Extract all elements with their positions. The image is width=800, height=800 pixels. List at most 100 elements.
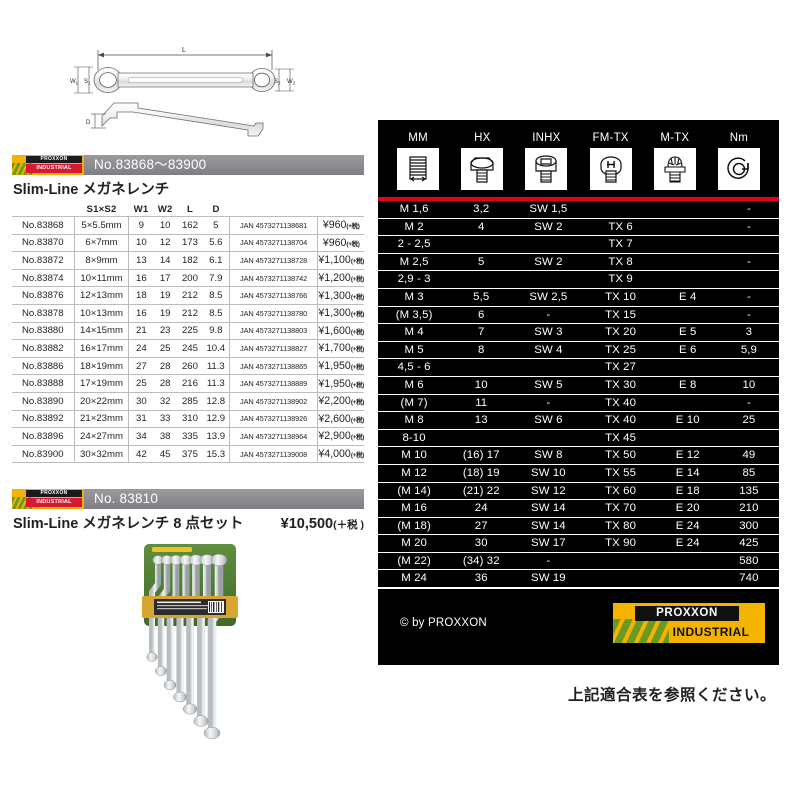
price-value: ¥1,100 xyxy=(318,254,351,267)
cell-fmtx: TX 30 xyxy=(584,376,657,395)
cell-jan: JAN 4573271138766 xyxy=(229,286,319,305)
price-tax: (+税) xyxy=(350,416,364,424)
cell-fmtx: TX 50 xyxy=(584,446,657,465)
price-tax: (+税) xyxy=(350,276,364,284)
price-value: ¥1,950 xyxy=(318,377,351,390)
cell-mm: (M 14) xyxy=(378,482,451,501)
cell-inhx xyxy=(512,235,585,254)
cell-l: 375 xyxy=(177,444,203,464)
cell-price: ¥2,200(+税) xyxy=(317,391,364,411)
cell-hx: 5,5 xyxy=(450,288,513,307)
cell-inhx: SW 12 xyxy=(512,482,585,501)
cell-jan: JAN 4573271139008 xyxy=(229,444,319,464)
cell-hx: 8 xyxy=(450,341,513,360)
threaded-stud-icon xyxy=(397,148,440,190)
fitment-col-label: Nm xyxy=(729,132,749,144)
col-head-blank xyxy=(12,202,74,217)
fitment-col-fmtx: FM-TX xyxy=(579,132,643,190)
cell-w2: 33 xyxy=(153,409,178,429)
price-value: ¥960 xyxy=(322,219,347,232)
flat-torx-screw-icon xyxy=(589,148,632,190)
cell-hx: 7 xyxy=(450,323,513,342)
cell-fmtx xyxy=(584,569,657,590)
cell-price: ¥1,300(+税) xyxy=(317,286,364,305)
cell-mtx xyxy=(656,235,719,254)
cell-inhx xyxy=(512,429,585,448)
price-tax: (+税) xyxy=(346,240,360,248)
cell-hx xyxy=(450,270,513,289)
male-torx-screw-icon xyxy=(653,148,696,190)
cell-s1s2: 21×23mm xyxy=(74,409,130,429)
cell-fmtx: TX 40 xyxy=(584,411,657,430)
cell-s1s2: 20×22mm xyxy=(74,391,130,411)
cell-inhx: SW 10 xyxy=(512,464,585,483)
price-value: ¥2,600 xyxy=(318,412,351,425)
product-header-bar: PROXXON INDUSTRIAL No.83868〜83900 xyxy=(12,155,364,175)
cell-s1s2: 6×7mm xyxy=(74,233,130,253)
cell-price: ¥1,600(+税) xyxy=(317,321,364,341)
cell-mtx: E 4 xyxy=(656,288,719,307)
set-price: ¥10,500(＋税 ) xyxy=(281,516,364,532)
cell-product-no: No.83900 xyxy=(12,444,75,464)
cell-s1s2: 17×19mm xyxy=(74,374,130,393)
cell-l: 173 xyxy=(177,233,203,253)
cell-nm: 49 xyxy=(718,446,779,465)
cell-nm: 580 xyxy=(718,552,779,571)
price-tax: (+税) xyxy=(350,346,364,354)
cell-mtx: E 18 xyxy=(656,482,719,501)
cell-nm: - xyxy=(718,218,779,237)
cell-w1: 16 xyxy=(128,268,154,288)
cell-d: 5.6 xyxy=(202,233,230,253)
cell-s1s2: 14×15mm xyxy=(74,321,130,341)
cell-product-no: No.83882 xyxy=(12,339,75,358)
price-value: ¥1,600 xyxy=(318,324,351,337)
cell-fmtx: TX 9 xyxy=(584,270,657,289)
cell-product-no: No.83872 xyxy=(12,251,75,270)
cell-inhx: SW 5 xyxy=(512,376,585,395)
cell-l: 182 xyxy=(177,251,203,270)
cell-d: 12.8 xyxy=(202,391,230,411)
col-head-w1: W1 xyxy=(133,203,149,215)
cell-mm: M 5 xyxy=(378,341,451,360)
label-D: D xyxy=(86,120,91,126)
cell-nm: 740 xyxy=(718,569,779,590)
cell-mtx xyxy=(656,270,719,289)
cell-fmtx: TX 20 xyxy=(584,323,657,342)
col-head-w2: W2 xyxy=(157,203,173,215)
logo-brand-text: PROXXON xyxy=(656,606,718,619)
cell-mm: M 24 xyxy=(378,569,451,590)
cell-fmtx: TX 70 xyxy=(584,499,657,518)
cell-w1: 34 xyxy=(128,427,154,446)
cell-product-no: No.83888 xyxy=(12,374,75,393)
cell-mm: M 12 xyxy=(378,464,451,483)
cell-w1: 42 xyxy=(128,444,154,464)
cell-mtx: E 6 xyxy=(656,341,719,360)
cell-inhx: SW 2 xyxy=(512,218,585,237)
cell-nm: 210 xyxy=(718,499,779,518)
price-tax: (+税) xyxy=(350,381,364,389)
fitment-row: (M 7)11-TX 40- xyxy=(378,394,779,413)
cell-mm: M 4 xyxy=(378,323,451,342)
cell-inhx: SW 4 xyxy=(512,341,585,360)
cell-mm: (M 22) xyxy=(378,552,451,571)
cell-jan: JAN 4573271138865 xyxy=(229,356,319,376)
cell-l: 310 xyxy=(177,409,203,429)
cell-mm: M 3 xyxy=(378,288,451,307)
cell-price: ¥1,300(+税) xyxy=(317,303,364,323)
cell-hx: 10 xyxy=(450,376,513,395)
accent-red-rule xyxy=(378,197,779,201)
cell-w2: 10 xyxy=(153,216,178,235)
fitment-col-label: HX xyxy=(474,132,491,144)
set-product-block: PROXXON INDUSTRIAL No. 83810 Slim-Line メ… xyxy=(12,489,364,536)
